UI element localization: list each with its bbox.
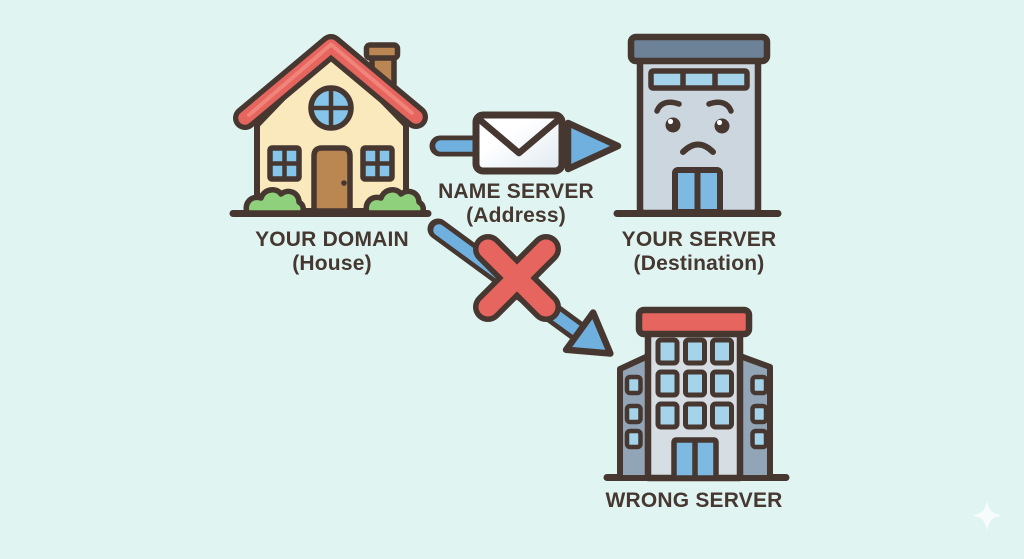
wrong-server-windows: [655, 337, 734, 430]
wrong-server-roof-cap: [635, 306, 753, 338]
your-server-subtitle: (Destination): [633, 252, 765, 275]
house-window-left-cross: [270, 148, 299, 179]
server-window-strip: [648, 68, 750, 91]
your-domain-title: YOUR DOMAIN: [255, 228, 409, 251]
your-server-title: YOUR SERVER: [621, 228, 777, 251]
sparkle-icon: [972, 501, 1002, 531]
wrong-server-wing-window: [750, 403, 769, 425]
server-eye-left: [665, 117, 681, 133]
your-server-label: YOUR SERVER (Destination): [622, 228, 777, 276]
server-eye-left-highlight: [667, 118, 674, 125]
server-eye-right: [714, 118, 730, 134]
name-server-subtitle: (Address): [466, 204, 566, 227]
house-icon: [229, 34, 432, 217]
wrong-server-label: WRONG SERVER: [605, 489, 782, 513]
wrong-server-title: WRONG SERVER: [605, 489, 783, 512]
server-roof-cap: [627, 33, 771, 65]
envelope-icon: [472, 111, 566, 175]
house-roof-highlight: [247, 42, 414, 117]
server-eye-right-highlight: [716, 119, 723, 126]
house-bush-left: [243, 187, 306, 216]
wrong-server-building-icon: [603, 306, 790, 482]
name-server-title: NAME SERVER: [438, 180, 594, 203]
server-eyebrow-right: [706, 99, 734, 114]
server-frown-mouth: [680, 141, 716, 155]
house-window-right-cross: [363, 148, 392, 179]
name-server-label: NAME SERVER (Address): [438, 180, 594, 228]
server-window-strip-dividers: [680, 71, 718, 88]
house-doorknob: [341, 180, 347, 186]
your-domain-subtitle: (House): [292, 252, 372, 275]
diagonal-arrow-head: [562, 309, 614, 357]
x-mark-fill: [478, 239, 556, 317]
right-arrow-head: [564, 119, 622, 173]
envelope-flap: [476, 116, 562, 157]
wrong-server-wing-window: [624, 403, 643, 425]
wrong-server-wing-window: [624, 428, 643, 450]
your-domain-label: YOUR DOMAIN (House): [255, 228, 409, 276]
house-door: [311, 145, 353, 214]
house-chimney-cap: [363, 42, 401, 61]
house-round-window-cross: [313, 90, 349, 126]
wrong-server-wing-window: [624, 374, 643, 396]
house-bush-right: [363, 187, 426, 216]
wrong-server-wing-window: [750, 428, 769, 450]
x-mark-icon: [473, 234, 561, 322]
sad-server-building-icon: [613, 33, 782, 217]
envelope-body: [472, 111, 566, 175]
server-eyebrow-left: [654, 99, 682, 114]
wrong-server-wing-window: [750, 374, 769, 396]
